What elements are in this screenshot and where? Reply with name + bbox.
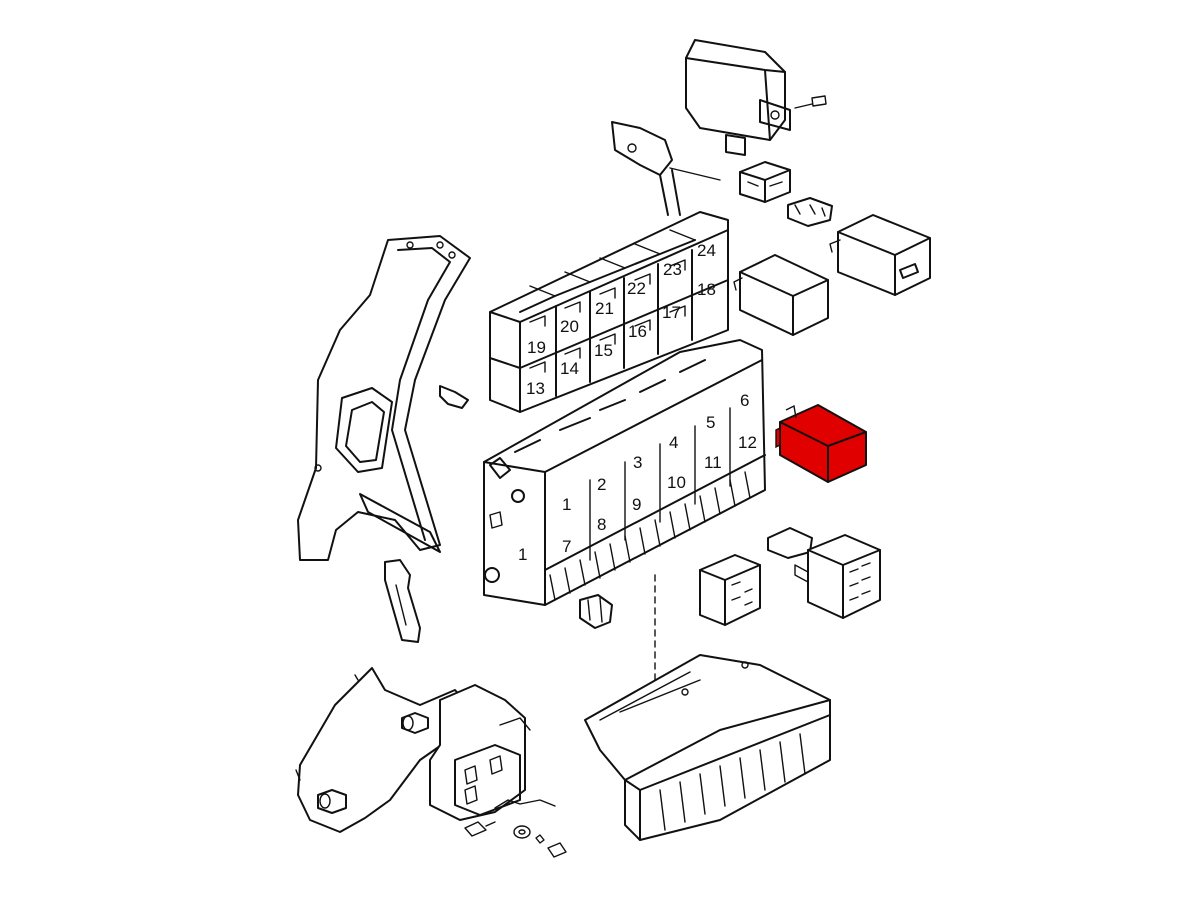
slot-label-9: 9 bbox=[632, 495, 641, 514]
slot-label-10: 10 bbox=[667, 473, 686, 492]
fuse-relay-carrier bbox=[483, 339, 766, 606]
slot-label-3: 3 bbox=[633, 453, 642, 472]
relay-block bbox=[489, 211, 729, 413]
slot-label-5: 5 bbox=[706, 413, 715, 432]
control-unit-top bbox=[685, 39, 827, 156]
bracket-tabs-bottom bbox=[494, 799, 556, 809]
release-lever bbox=[384, 559, 421, 643]
slot-label-2: 2 bbox=[597, 475, 606, 494]
relay-label-15: 15 bbox=[594, 341, 613, 360]
relay-label-14: 14 bbox=[560, 359, 579, 378]
spacer-lower bbox=[317, 789, 347, 814]
spring-washer bbox=[535, 834, 545, 844]
relay-label-20: 20 bbox=[560, 317, 579, 336]
washer bbox=[513, 825, 531, 839]
relay-right-front bbox=[733, 254, 829, 336]
wire-bracket-top bbox=[611, 121, 721, 216]
screw-left bbox=[464, 821, 496, 837]
relay-label-24: 24 bbox=[697, 241, 716, 260]
bracket-clip-left bbox=[439, 385, 469, 409]
slot-label-8: 8 bbox=[597, 515, 606, 534]
relay-label-17: 17 bbox=[662, 303, 681, 322]
slot-label-12: 12 bbox=[738, 433, 757, 452]
spacer-upper bbox=[401, 712, 429, 734]
screw-right bbox=[547, 842, 567, 858]
slot-label-1: 1 bbox=[562, 495, 571, 514]
slot-label-7: 7 bbox=[562, 537, 571, 556]
relay-right-back bbox=[829, 214, 931, 296]
relay-label-22: 22 bbox=[627, 279, 646, 298]
relay-label-18: 18 bbox=[697, 280, 716, 299]
relay-label-21: 21 bbox=[595, 299, 614, 318]
end-face-label-1: 1 bbox=[518, 545, 527, 564]
slot-label-6: 6 bbox=[740, 391, 749, 410]
relay-socket-lower-right bbox=[794, 534, 881, 619]
relay-socket-small bbox=[739, 161, 791, 203]
mounting-bracket-left bbox=[297, 235, 471, 561]
connector-clip-small bbox=[787, 197, 833, 227]
relay-label-13: 13 bbox=[526, 379, 545, 398]
relay-label-16: 16 bbox=[628, 322, 647, 341]
relay-socket-lower-left bbox=[699, 554, 761, 626]
slot-label-11: 11 bbox=[704, 453, 722, 472]
relay-label-19: 19 bbox=[527, 338, 546, 357]
slot-label-4: 4 bbox=[669, 433, 678, 452]
highlighted-relay bbox=[775, 404, 867, 483]
multi-pin-connector bbox=[584, 654, 831, 841]
relay-label-23: 23 bbox=[663, 260, 682, 279]
relay-holder bbox=[429, 684, 531, 821]
socket-clip-lower bbox=[767, 527, 813, 559]
carrier-clip-bottom bbox=[579, 594, 613, 629]
